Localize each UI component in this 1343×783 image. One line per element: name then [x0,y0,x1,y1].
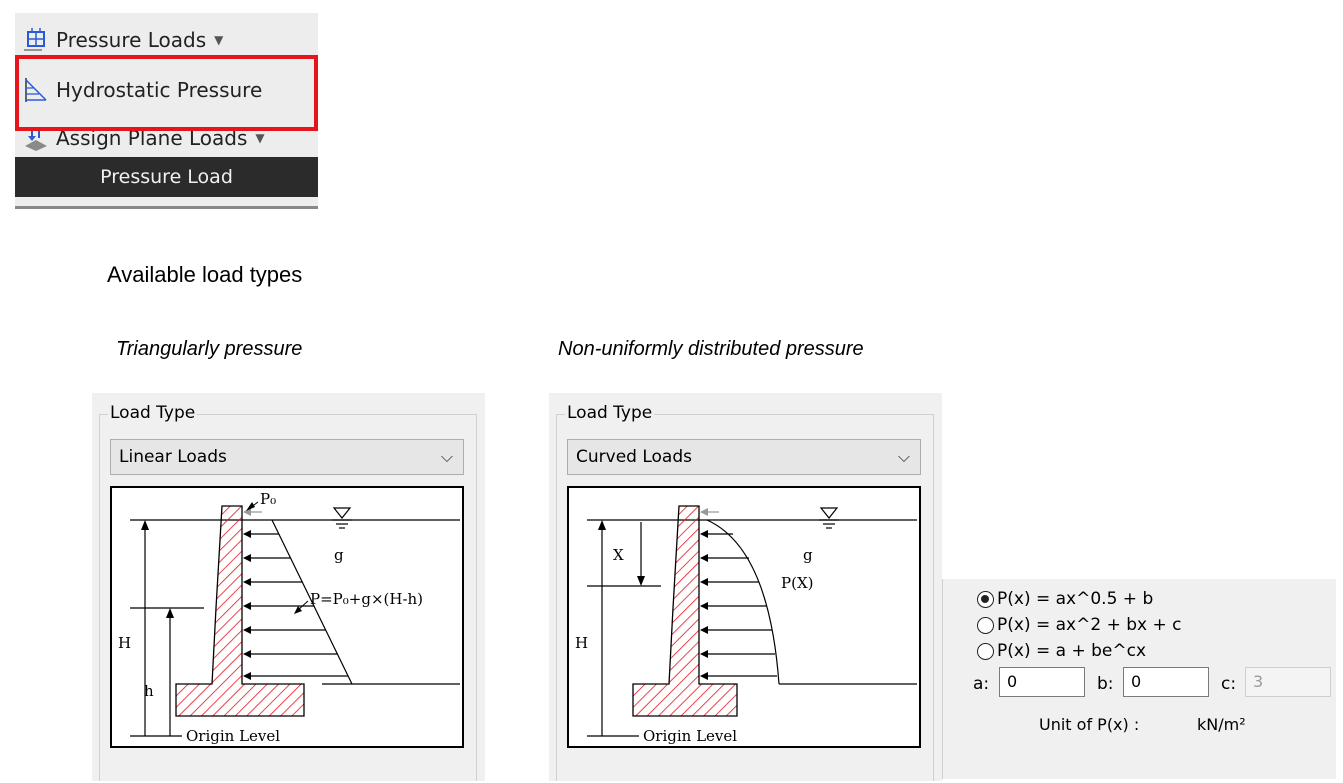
unit-label: Unit of P(x) : [1039,715,1140,734]
linear-load-type-panel: Load Type Linear Loads ⌵ [92,393,485,781]
formula-option-quadratic[interactable]: P(x) = ax^2 + bx + c [977,615,1181,635]
g-label: g [803,546,813,564]
origin-level-label: Origin Level [643,727,737,745]
origin-level-label: Origin Level [186,727,280,745]
ribbon-divider [15,206,318,209]
section-heading: Available load types [107,262,303,287]
hydrostatic-pressure-button[interactable]: Hydrostatic Pressure [22,76,262,104]
pressure-loads-label: Pressure Loads [56,28,207,52]
formula-option-label: P(x) = ax^0.5 + b [997,589,1154,609]
p0-label: P₀ [260,490,276,508]
retaining-wall [632,505,738,717]
ribbon-group-label: Pressure Load [15,157,318,197]
curve-formula-panel: P(x) = ax^0.5 + b P(x) = ax^2 + bx + c P… [942,579,1336,779]
linear-load-diagram: P₀ g P=P₀+g×(H-h) H h Origin Level [110,486,464,748]
water-level-icon [332,507,352,529]
formula-option-label: P(x) = a + be^cx [997,641,1146,661]
formula-label: P=P₀+g×(H-h) [310,590,423,608]
chevron-down-icon[interactable]: ▼ [214,33,224,47]
curved-load-type-panel: Load Type Curved Loads ⌵ [549,393,942,781]
caption-non-uniform: Non-uniformly distributed pressure [558,338,864,360]
g-label: g [334,546,344,564]
load-type-label: Load Type [565,403,655,423]
formula-option-sqrt[interactable]: P(x) = ax^0.5 + b [977,589,1153,609]
c-input: 3 [1245,667,1331,697]
a-input[interactable]: 0 [999,667,1085,697]
load-type-select[interactable]: Curved Loads ⌵ [567,439,921,475]
b-input[interactable]: 0 [1123,667,1209,697]
hydrostatic-pressure-label: Hydrostatic Pressure [56,78,263,102]
b-label: b: [1097,674,1114,694]
load-type-select[interactable]: Linear Loads ⌵ [110,439,464,475]
water-level-icon [819,507,839,529]
c-label: c: [1221,674,1237,694]
chevron-down-icon: ⌵ [897,447,910,466]
chevron-down-icon[interactable]: ▼ [255,131,265,145]
radio-selected-icon[interactable] [977,590,994,608]
a-label: a: [973,674,990,694]
x-label: X [613,546,624,564]
formula-option-label: P(x) = ax^2 + bx + c [997,615,1182,635]
formula-option-exponential[interactable]: P(x) = a + be^cx [977,641,1146,661]
chevron-down-icon: ⌵ [440,447,453,466]
unit-value: kN/m² [1197,715,1246,734]
curved-load-diagram: X g P(X) H Origin Level [567,486,921,748]
caption-triangular: Triangularly pressure [116,338,303,360]
retaining-wall [175,505,305,717]
load-type-value: Curved Loads [576,447,692,467]
load-type-value: Linear Loads [119,447,227,467]
highlight-box [15,55,318,131]
radio-unselected-icon[interactable] [977,616,994,634]
px-label: P(X) [781,574,813,592]
hydrostatic-pressure-icon [22,76,50,104]
radio-unselected-icon[interactable] [977,642,994,660]
pressure-loads-button[interactable]: Pressure Loads ▼ [22,26,223,54]
h-label: h [144,682,154,700]
load-type-label: Load Type [108,403,198,423]
H-label: H [575,634,588,652]
pressure-loads-icon [22,26,50,54]
groupbox-border [99,414,477,781]
H-label: H [118,634,131,652]
groupbox-border [556,414,934,781]
